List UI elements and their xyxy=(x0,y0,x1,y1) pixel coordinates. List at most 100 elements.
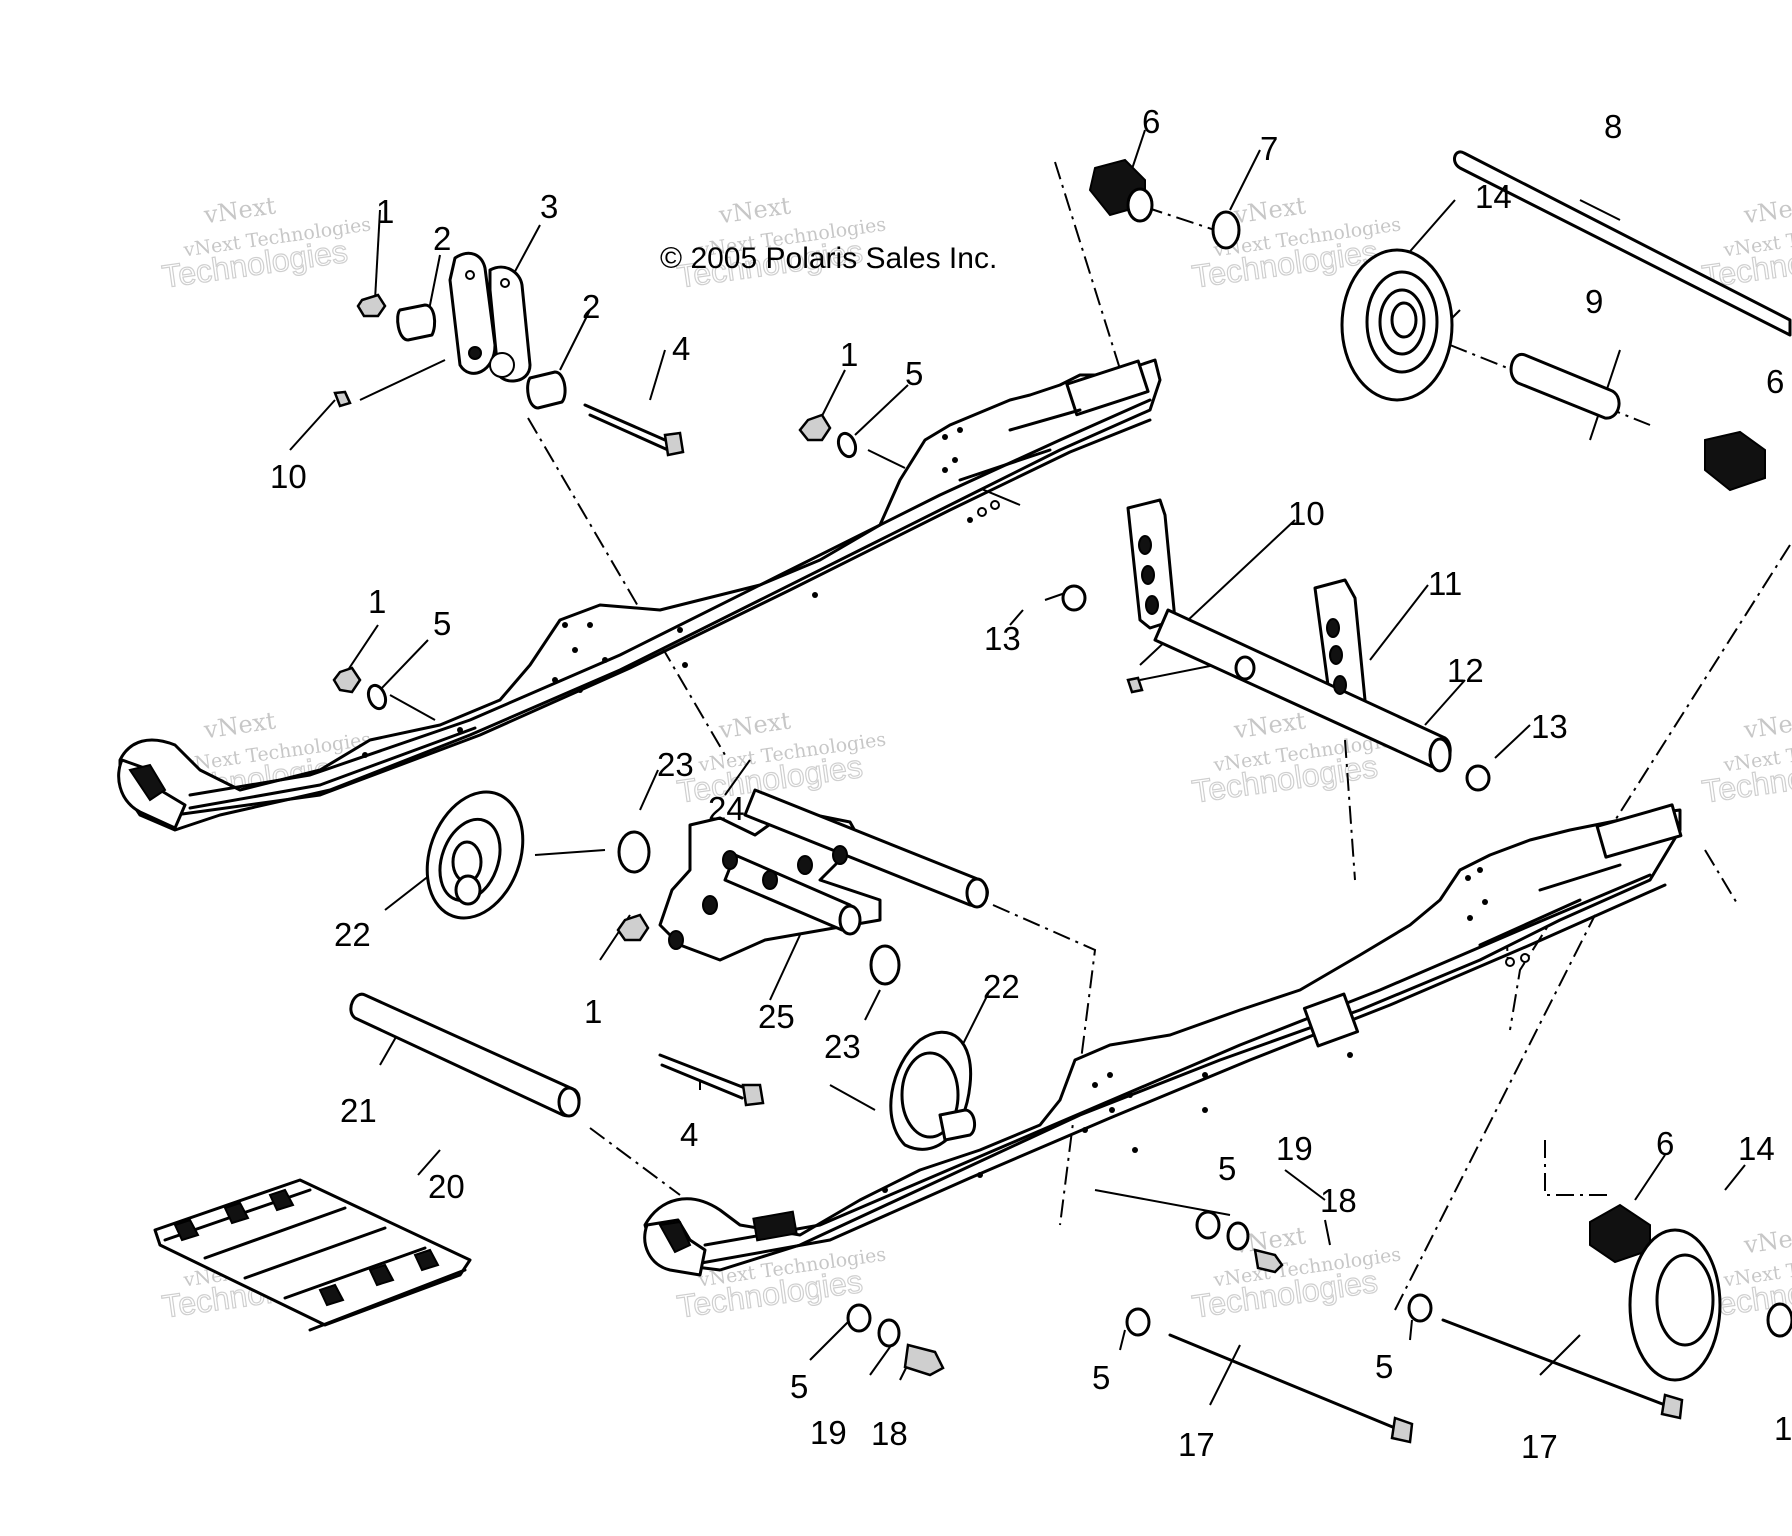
bottom-hardware xyxy=(846,1203,1792,1444)
callout-6c: 6 xyxy=(1656,1125,1674,1162)
copyright-notice: © 2005 Polaris Sales Inc. xyxy=(660,242,997,275)
grease-zerk-part-10b xyxy=(1126,676,1144,694)
callout-5a: 5 xyxy=(905,355,923,392)
callout-5b: 5 xyxy=(433,605,451,642)
nut-part-1c xyxy=(332,666,362,694)
callout-5d: 5 xyxy=(790,1368,808,1405)
rear-arm-parts xyxy=(349,788,989,1151)
track-clip-part-20 xyxy=(153,1178,472,1332)
callout-24: 24 xyxy=(708,790,745,827)
callout-2b: 2 xyxy=(582,288,600,325)
svg-text:vNext: vNext xyxy=(1231,706,1307,744)
watermark-2: vNext vNext Technologies Technologies xyxy=(674,191,887,295)
callout-22b: 22 xyxy=(983,968,1020,1005)
watermark-8: vNext vNext Technologies Technologies xyxy=(1699,706,1792,810)
svg-text:vNext: vNext xyxy=(1741,191,1792,229)
callout-14a: 14 xyxy=(1475,178,1512,215)
grease-fitting-part xyxy=(1234,655,1256,681)
callout-19b: 19 xyxy=(810,1414,847,1451)
washer-part-23b xyxy=(869,944,901,986)
callout-25: 25 xyxy=(758,998,795,1035)
callout-11: 11 xyxy=(1428,565,1462,602)
callout-14b: 14 xyxy=(1738,1130,1775,1167)
callout-1d: 1 xyxy=(584,993,602,1030)
callout-17a: 17 xyxy=(1178,1426,1215,1463)
bolt-part-4 xyxy=(663,431,685,457)
callout-10a: 10 xyxy=(270,458,307,495)
callout-8: 8 xyxy=(1604,108,1622,145)
nut-part-1d xyxy=(616,913,650,942)
torque-arm-link-parts xyxy=(332,251,858,711)
callout-18b: 18 xyxy=(871,1415,908,1452)
washer-part-19b xyxy=(877,1318,901,1348)
callout-5f: 5 xyxy=(1375,1348,1393,1385)
callout-9: 9 xyxy=(1585,283,1603,320)
washer-part-19a xyxy=(1226,1221,1250,1251)
callout-10b: 10 xyxy=(1288,495,1325,532)
callout-5c: 5 xyxy=(1218,1150,1236,1187)
grease-zerk-part-10 xyxy=(333,390,352,408)
axle-part-8 xyxy=(1453,150,1792,337)
spacer-part-2b xyxy=(526,370,567,410)
svg-text:vNext: vNext xyxy=(201,191,277,229)
bolt-part-18a xyxy=(1253,1248,1284,1274)
washer-part-23a xyxy=(617,830,651,874)
callout-3: 3 xyxy=(540,188,558,225)
callout-18a: 18 xyxy=(1320,1182,1357,1219)
callout-23a: 23 xyxy=(657,746,694,783)
callout-5e: 5 xyxy=(1092,1359,1110,1396)
callout-13b: 13 xyxy=(1531,708,1568,745)
bolt-part-17b xyxy=(1660,1393,1684,1420)
axle-cap-part-6b xyxy=(1704,430,1766,492)
washer-part-13b xyxy=(1465,764,1491,792)
watermark-1: vNext vNext Technologies Technologies xyxy=(159,191,372,295)
washer-part-5 xyxy=(836,431,858,459)
svg-text:vNext: vNext xyxy=(716,706,792,744)
watermark-6: vNext vNext Technologies Technologies xyxy=(674,706,887,810)
callout-23b: 23 xyxy=(824,1028,861,1065)
upper-slide-rail xyxy=(117,358,1162,832)
washer-part-5c xyxy=(1195,1210,1221,1240)
spacer-part-9 xyxy=(1509,352,1621,420)
svg-text:vNext: vNext xyxy=(716,191,792,229)
callout-labels: 1 2 3 2 4 10 1 5 1 5 6 7 8 14 9 6 10 11 … xyxy=(270,103,1792,1465)
callout-17b: 17 xyxy=(1521,1428,1558,1465)
callout-1e: 1 xyxy=(1774,1410,1792,1447)
callout-7: 7 xyxy=(1260,130,1278,167)
callout-12: 12 xyxy=(1447,652,1484,689)
callout-21: 21 xyxy=(340,1092,377,1129)
callout-20: 20 xyxy=(428,1168,465,1205)
callout-13a: 13 xyxy=(984,620,1021,657)
lower-slide-rail xyxy=(643,803,1683,1277)
washer-part-13a xyxy=(1061,584,1087,612)
svg-text:vNext: vNext xyxy=(1741,1221,1792,1259)
center-shaft-parts xyxy=(1061,498,1491,792)
callout-19a: 19 xyxy=(1276,1130,1313,1167)
nut-part-1b xyxy=(798,413,832,442)
callout-1a: 1 xyxy=(376,193,394,230)
axle-cap-end-part-6 xyxy=(1126,187,1154,223)
callout-4a: 4 xyxy=(672,330,690,367)
idler-axle-parts xyxy=(1088,150,1792,492)
svg-text:vNext: vNext xyxy=(1741,706,1792,744)
washer-part-5b xyxy=(366,683,388,711)
callout-6b: 6 xyxy=(1766,363,1784,400)
svg-text:vNext: vNext xyxy=(1231,191,1307,229)
washer-part-5d xyxy=(846,1303,872,1333)
nut-part-1 xyxy=(356,293,387,318)
washer-part-5e xyxy=(1125,1307,1151,1337)
bolt-part-18b xyxy=(903,1343,945,1377)
svg-text:vNext: vNext xyxy=(201,706,277,744)
callout-6a: 6 xyxy=(1142,103,1160,140)
assembly-lines xyxy=(527,161,1791,1311)
clip-part-7 xyxy=(1211,210,1241,250)
callout-22a: 22 xyxy=(334,916,371,953)
washer-part-5f xyxy=(1407,1293,1433,1323)
callout-1b: 1 xyxy=(840,336,858,373)
callout-4b: 4 xyxy=(680,1116,698,1153)
bolt-part-17a xyxy=(1390,1416,1414,1444)
callout-2a: 2 xyxy=(433,220,451,257)
spacer-part-2 xyxy=(396,303,437,342)
idler-wheel-part-14b xyxy=(1628,1228,1722,1382)
